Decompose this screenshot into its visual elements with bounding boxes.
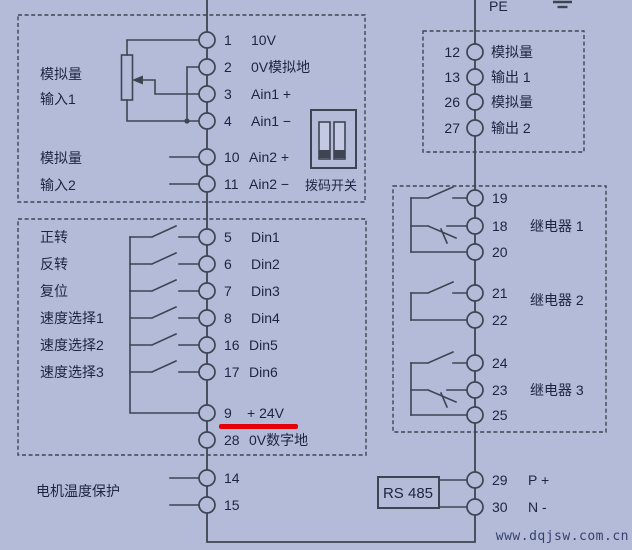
- left-terminal-circles: [198, 31, 216, 514]
- relay-name: 继电器 2: [530, 292, 584, 308]
- analog-input1-label: 模拟量: [40, 66, 82, 82]
- terminal-number: 18: [492, 218, 508, 234]
- analog-input-box: [17, 14, 366, 203]
- terminal-number: 24: [492, 355, 508, 371]
- terminal-number: 25: [492, 407, 508, 423]
- terminal-number: 30: [492, 499, 508, 515]
- terminal-label: Ain1 +: [251, 86, 291, 102]
- function-label: 正转: [40, 229, 68, 245]
- terminal-number: 21: [492, 285, 508, 301]
- terminal-number: 28: [224, 432, 240, 448]
- terminal-number: 3: [224, 86, 232, 102]
- relay-box: [392, 185, 607, 433]
- terminal-number: 17: [224, 364, 240, 380]
- rs485-label: RS 485: [383, 485, 433, 502]
- analog-input2-wires: [169, 156, 200, 185]
- digital-input-box: [17, 218, 367, 456]
- terminal-label: Ain2 +: [249, 149, 289, 165]
- function-label: 复位: [40, 283, 68, 299]
- terminal-bus-lines: [206, 0, 476, 543]
- terminal-label: 输出 2: [491, 120, 531, 136]
- function-label: 速度选择1: [40, 310, 104, 326]
- relay2-contacts: [410, 280, 468, 321]
- terminal-label: 10V: [251, 32, 277, 48]
- terminal-label: Ain1 −: [251, 113, 291, 129]
- ground-icon: [553, 0, 572, 9]
- relay-name: 继电器 1: [530, 218, 584, 234]
- terminal-number: 20: [492, 244, 508, 260]
- terminal-label: P +: [528, 472, 549, 488]
- right-terminal-circles: [466, 43, 484, 516]
- switch-symbol: [129, 224, 200, 239]
- terminal-number: 12: [444, 44, 460, 60]
- analog-input1-label: 输入1: [40, 91, 76, 107]
- switch-symbol: [129, 359, 200, 374]
- switch-symbol: [129, 278, 200, 293]
- switch-symbol: [129, 305, 200, 320]
- watermark: www.dqjsw.com.cn: [496, 529, 629, 544]
- terminal-label: 模拟量: [491, 94, 533, 110]
- terminal-number: 15: [224, 497, 240, 513]
- analog-output-box: [422, 30, 585, 153]
- terminal-number: 19: [492, 190, 508, 206]
- function-label: 速度选择3: [40, 364, 104, 380]
- terminal-number: 13: [444, 69, 460, 85]
- terminal-label: Din1: [251, 229, 280, 245]
- terminal-number: 8: [224, 310, 232, 326]
- terminal-number: 5: [224, 229, 232, 245]
- terminal-number: 27: [444, 120, 460, 136]
- terminal-label: 输出 1: [491, 69, 531, 85]
- switch-symbol: [129, 251, 200, 266]
- terminal-label: 0V模拟地: [251, 59, 310, 75]
- motor-temp-wires: [169, 477, 200, 506]
- relay3-contacts: [410, 350, 468, 416]
- motor-temp-label: 电机温度保护: [36, 483, 120, 499]
- analog-input2-label: 输入2: [40, 177, 76, 193]
- terminal-number: 10: [224, 149, 240, 165]
- switch-symbol: [129, 332, 200, 347]
- terminal-number: 4: [224, 113, 232, 129]
- terminal-label: Din3: [251, 283, 280, 299]
- terminal-label: 模拟量: [491, 44, 533, 60]
- terminal-number: 26: [444, 94, 460, 110]
- terminal-number: 1: [224, 32, 232, 48]
- dip-switch-icon: [310, 109, 357, 169]
- terminal-number: 14: [224, 470, 240, 486]
- potentiometer-symbol: [120, 39, 200, 124]
- pe-label: PE: [489, 0, 508, 14]
- digital-input-switches: [129, 224, 200, 414]
- wiper-arrow-icon: [132, 75, 143, 85]
- terminal-label: 0V数字地: [249, 432, 308, 448]
- terminal-label: Din5: [249, 337, 278, 353]
- analog-input2-label: 模拟量: [40, 150, 82, 166]
- dip-switch-label: 拨码开关: [305, 178, 357, 193]
- terminal-number: 9: [224, 405, 232, 421]
- red-underline-annotation: [219, 424, 298, 429]
- terminal-number: 2: [224, 59, 232, 75]
- function-label: 速度选择2: [40, 337, 104, 353]
- terminal-label: + 24V: [247, 405, 285, 421]
- terminal-label: Din4: [251, 310, 280, 326]
- relay-name: 继电器 3: [530, 382, 584, 398]
- terminal-label: Din6: [249, 364, 278, 380]
- terminal-number: 29: [492, 472, 508, 488]
- terminal-label: Ain2 −: [249, 176, 289, 192]
- function-label: 反转: [40, 256, 68, 272]
- terminal-number: 7: [224, 283, 232, 299]
- terminal-number: 22: [492, 312, 508, 328]
- terminal-number: 23: [492, 382, 508, 398]
- relay1-contacts: [410, 185, 468, 253]
- terminal-label: N -: [528, 499, 547, 515]
- terminal-number: 6: [224, 256, 232, 272]
- terminal-label: Din2: [251, 256, 280, 272]
- rs485-box: RS 485: [377, 476, 468, 509]
- terminal-number: 11: [224, 176, 239, 192]
- terminal-number: 16: [224, 337, 240, 353]
